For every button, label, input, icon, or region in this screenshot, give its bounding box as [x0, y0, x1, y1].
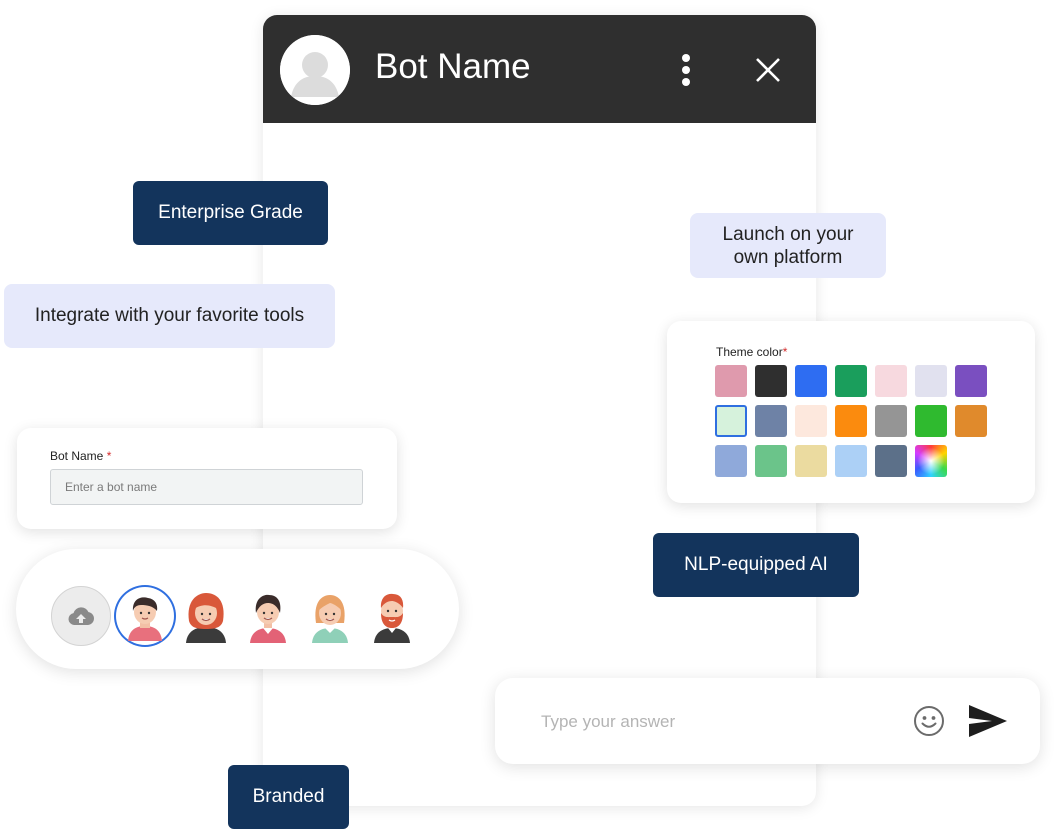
cloud-upload-icon [68, 607, 94, 625]
avatar-woman-3-icon [312, 595, 348, 643]
smiley-icon[interactable] [913, 705, 945, 737]
nlp-ai-badge: NLP-equipped AI [653, 533, 859, 597]
bot-name-input[interactable] [50, 469, 363, 505]
theme-color-label: Theme color* [716, 345, 788, 359]
avatar-option-4[interactable] [301, 587, 359, 645]
theme-swatch-15[interactable] [715, 445, 747, 477]
chat-header: Bot Name [263, 15, 816, 123]
theme-swatch-8[interactable] [715, 405, 747, 437]
theme-swatch-6[interactable] [915, 365, 947, 397]
theme-swatch-2[interactable] [755, 365, 787, 397]
bot-name-card: Bot Name * [17, 428, 397, 529]
theme-swatch-19[interactable] [875, 445, 907, 477]
theme-swatch-13[interactable] [915, 405, 947, 437]
upload-avatar-button[interactable] [51, 586, 111, 646]
branded-badge: Branded [228, 765, 349, 829]
theme-swatch-1[interactable] [715, 365, 747, 397]
theme-swatch-18[interactable] [835, 445, 867, 477]
avatar-option-5[interactable] [363, 587, 421, 645]
theme-swatch-17[interactable] [795, 445, 827, 477]
avatar-woman-1-icon [186, 593, 226, 643]
theme-swatch-3[interactable] [795, 365, 827, 397]
theme-swatch-10[interactable] [795, 405, 827, 437]
avatar-man-1-icon [128, 597, 162, 641]
theme-swatch-7[interactable] [955, 365, 987, 397]
theme-swatch-5[interactable] [875, 365, 907, 397]
enterprise-grade-badge: Enterprise Grade [133, 181, 328, 245]
bot-name-label: Bot Name * [50, 449, 112, 463]
bot-name-title: Bot Name [375, 47, 531, 86]
more-vertical-icon[interactable] [676, 53, 696, 87]
user-placeholder-icon [280, 35, 350, 105]
avatar-picker [16, 549, 459, 669]
theme-swatch-16[interactable] [755, 445, 787, 477]
close-icon[interactable] [753, 55, 783, 85]
answer-bar [495, 678, 1040, 764]
theme-swatch-14[interactable] [955, 405, 987, 437]
theme-swatch-11[interactable] [835, 405, 867, 437]
avatar-woman-2-icon [250, 594, 286, 643]
theme-swatch-20[interactable] [915, 445, 947, 477]
theme-swatch-4[interactable] [835, 365, 867, 397]
launch-platform-badge: Launch on your own platform [690, 213, 886, 278]
theme-swatch-12[interactable] [875, 405, 907, 437]
send-icon[interactable] [968, 704, 1008, 738]
theme-color-grid [715, 365, 995, 485]
avatar-man-2-icon [374, 593, 410, 643]
answer-input[interactable] [539, 706, 903, 738]
avatar-option-2[interactable] [177, 587, 235, 645]
bot-avatar [280, 35, 350, 105]
theme-swatch-9[interactable] [755, 405, 787, 437]
avatar-option-1[interactable] [116, 587, 174, 645]
integrate-tools-badge: Integrate with your favorite tools [4, 284, 335, 348]
theme-color-card: Theme color* [667, 321, 1035, 503]
avatar-option-3[interactable] [239, 587, 297, 645]
